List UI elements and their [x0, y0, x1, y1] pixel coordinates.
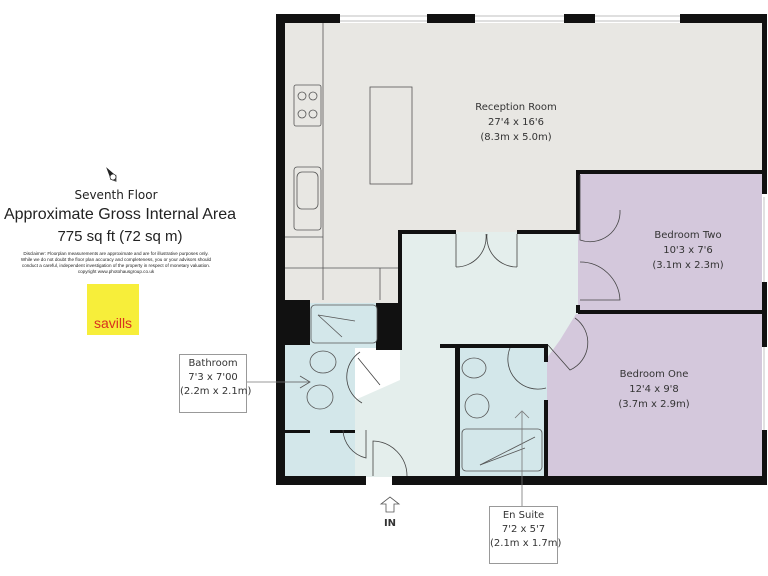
disclaimer-line: While we do not doubt the floor plan acc…: [20, 257, 212, 262]
doors: [342, 175, 621, 477]
hob-icon: [293, 84, 322, 127]
kitchen-units: [285, 23, 413, 300]
walls: [276, 14, 767, 485]
bathroom-name: Bathroom: [188, 358, 238, 369]
compass-icon: [106, 167, 117, 182]
disclaimer-line: conduct a careful, independent investiga…: [21, 263, 211, 268]
bathroom-metric: (2.2m x 2.1m): [180, 386, 252, 397]
bedroom-two-metric: (3.1m x 2.3m): [652, 260, 723, 271]
entrance-arrow-icon: [379, 496, 401, 513]
disclaimer-line: copyright www.photohausgroup.co.uk: [77, 269, 155, 274]
area-title: Approximate Gross Internal Area: [3, 206, 237, 223]
bathroom-toilet-icon: [309, 350, 337, 374]
ensuite-leader-line: [246, 381, 530, 506]
floor-title: Seventh Floor: [74, 188, 158, 202]
bedroom-one-metric: (3.7m x 2.9m): [618, 399, 689, 410]
hall-lower: [355, 380, 400, 477]
bathroom-imperial: 7'3 x 7'00: [188, 372, 238, 383]
kitchen-island: [369, 86, 413, 185]
en-suite-name: En Suite: [502, 510, 545, 521]
disclaimer-line: Disclaimer: Floorplan measurements are a…: [23, 251, 209, 256]
reception-name: Reception Room: [475, 102, 556, 113]
savills-logo: savills: [87, 284, 139, 335]
en-suite-metric: (2.1m x 1.7m): [490, 538, 562, 549]
bathroom-bath-icon: [310, 304, 378, 344]
ensuite-bath-icon: [461, 428, 543, 472]
bedroom-two-imperial: 10'3 x 7'6: [663, 245, 713, 256]
reception-metric: (8.3m x 5.0m): [480, 132, 551, 143]
sink-icon: [293, 166, 322, 231]
bedroom-two-name: Bedroom Two: [654, 230, 721, 241]
area-value: 775 sq ft (72 sq m): [57, 228, 183, 245]
windows: [340, 15, 765, 430]
disclaimer: Disclaimer: Floorplan measurements are a…: [0, 251, 232, 275]
entrance-label: IN: [384, 518, 396, 529]
bathroom-label-box: Bathroom 7'3 x 7'00 (2.2m x 2.1m): [179, 354, 252, 413]
ensuite-basin-icon: [461, 357, 487, 379]
en-suite-imperial: 7'2 x 5'7: [501, 524, 546, 535]
bedroom-two-area: [578, 172, 762, 310]
bedroom-one-name: Bedroom One: [620, 369, 689, 380]
logo-text: savills: [93, 315, 133, 331]
bedroom-one-imperial: 12'4 x 9'8: [629, 384, 679, 395]
bedroom-one-area: [547, 314, 762, 476]
bathroom-basin-icon: [306, 384, 334, 410]
reception-imperial: 27'4 x 16'6: [488, 117, 544, 128]
ensuite-toilet-icon: [464, 393, 490, 419]
en-suite-label-box: En Suite 7'2 x 5'7 (2.1m x 1.7m): [489, 506, 562, 564]
